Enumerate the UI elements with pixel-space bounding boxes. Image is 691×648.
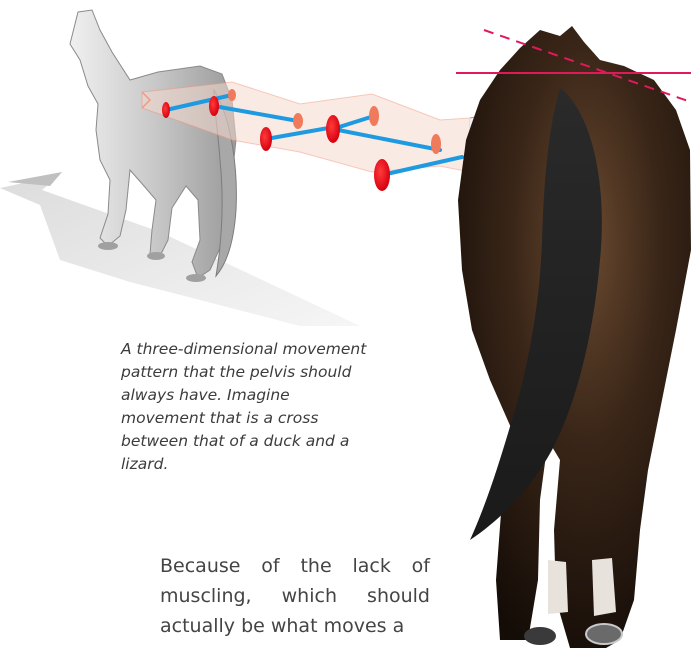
joint-marker (369, 106, 379, 126)
joint-marker (260, 127, 272, 151)
joint-marker (293, 113, 303, 129)
body-paragraph: Because of the lack of muscling, which s… (160, 551, 430, 641)
joint-marker (228, 89, 236, 101)
joint-marker (326, 115, 340, 143)
ground-shadow (0, 175, 360, 326)
joint-marker (431, 134, 441, 154)
bay-horse-rear-view (458, 26, 691, 648)
joint-marker (162, 102, 170, 118)
joint-marker (209, 96, 219, 116)
ground-arrow (8, 172, 62, 186)
joint-marker (374, 159, 390, 191)
figure-caption: A three-dimensional movement pattern tha… (121, 338, 371, 476)
